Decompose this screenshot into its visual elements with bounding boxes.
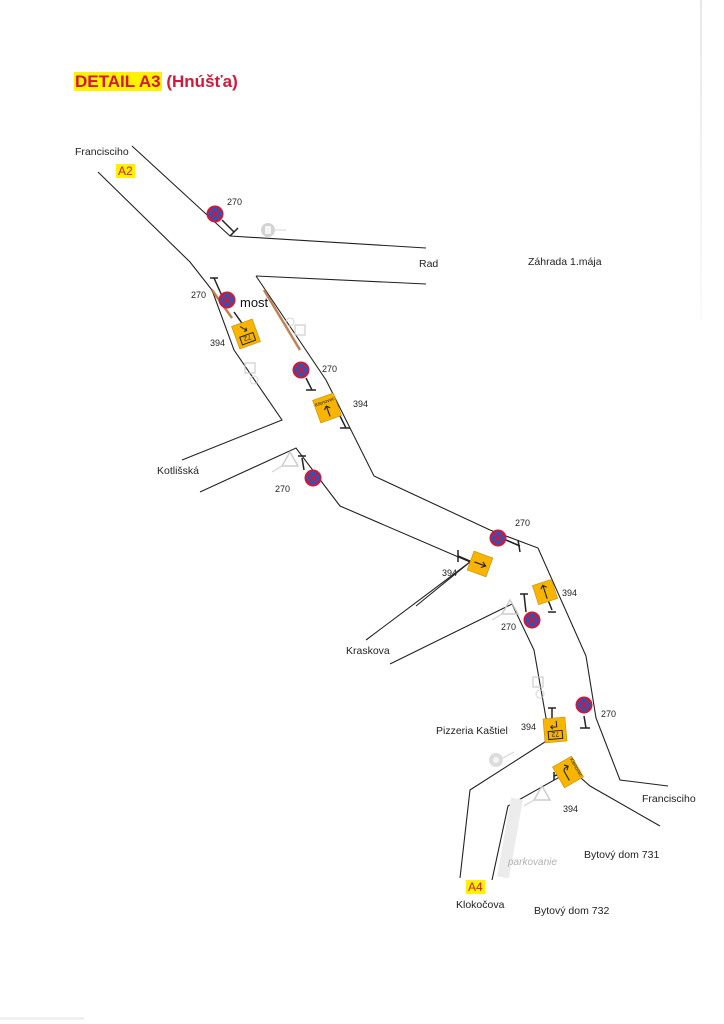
place-label-zahrada: Záhrada 1.mája — [528, 256, 602, 268]
ghost-disc-icon — [261, 223, 286, 237]
sign-code-394: 394 — [442, 568, 458, 578]
no-stopping-sign-icon[interactable] — [205, 204, 225, 224]
road-francisciho-top-left — [97, 171, 283, 461]
sign-code-270: 270 — [322, 364, 338, 374]
street-label-klokocova: Klokočova — [456, 899, 505, 911]
parking-area — [497, 797, 523, 879]
sign-code-270: 270 — [515, 518, 531, 528]
ghost-triangle-icon — [523, 785, 551, 807]
detour-signs: 72 Klenovec 72 Klenovec — [231, 318, 584, 789]
sign-code-270: 270 — [601, 709, 617, 719]
no-stopping-sign-icon[interactable] — [217, 290, 237, 310]
ghost-triangle-icon — [271, 451, 299, 473]
detour-sign-72[interactable]: 72 — [231, 318, 261, 350]
street-label-francisciho-bottom: Francisciho — [642, 793, 696, 805]
no-stopping-sign-icon[interactable] — [303, 468, 323, 488]
ghost-camera-icon — [532, 676, 545, 699]
title-location: (Hnúšťa) — [161, 72, 238, 91]
no-stopping-sign-icon[interactable] — [574, 695, 594, 715]
sign-code-270: 270 — [191, 290, 207, 300]
page-edge-shadow — [700, 0, 702, 320]
no-stopping-sign-icon[interactable] — [488, 528, 508, 548]
sign-code-270: 270 — [227, 197, 243, 207]
street-label-kraskova: Kraskova — [346, 645, 390, 657]
road-francisciho-top-right — [131, 145, 427, 249]
sign-code-270: 270 — [501, 622, 517, 632]
detour-sign-klenovec[interactable]: Klenovec — [312, 392, 342, 424]
place-label-bytovy-732: Bytový dom 732 — [534, 905, 610, 917]
no-stopping-sign-icon[interactable] — [291, 360, 311, 380]
detour-sign-klenovec[interactable]: Klenovec — [552, 755, 584, 789]
title-highlight: DETAIL A3 — [74, 72, 162, 91]
place-label-bytovy-731: Bytový dom 731 — [584, 849, 660, 861]
street-label-kotlisska: Kotlišská — [157, 465, 200, 477]
no-stopping-signs — [205, 204, 594, 715]
ghost-wheel-icon — [489, 751, 515, 767]
street-label-rad: Rad — [419, 258, 439, 270]
area-tag-a2[interactable]: A2 — [116, 164, 135, 178]
street-label-francisciho-top: Francisciho — [75, 146, 129, 158]
road-main-east — [255, 275, 669, 787]
detour-sign-arrow-up[interactable] — [532, 579, 558, 605]
road-rad-lower — [255, 275, 427, 285]
ghost-camera-icon — [285, 317, 306, 336]
sign-code-270: 270 — [275, 484, 291, 494]
detour-sign-72[interactable]: 72 — [542, 716, 568, 744]
sign-code-394: 394 — [210, 338, 226, 348]
ghost-triangle-icon — [491, 599, 519, 621]
sign-code-394: 394 — [353, 399, 369, 409]
page-title: DETAIL A3 (Hnúšťa) — [74, 72, 238, 92]
place-label-pizzeria: Pizzeria Kaštiel — [436, 725, 508, 737]
svg-text:72: 72 — [242, 333, 252, 342]
ghost-camera-icon — [244, 362, 259, 385]
area-tag-a4[interactable]: A4 — [466, 880, 485, 894]
detour-sign-arrow-right[interactable] — [466, 550, 494, 578]
parking-label: parkovanie — [508, 857, 557, 868]
no-stopping-sign-icon[interactable] — [522, 610, 542, 630]
road-kotlisska-south — [199, 447, 472, 607]
sign-code-394: 394 — [563, 804, 579, 814]
road-klokocova-west — [459, 739, 549, 879]
sign-code-394: 394 — [562, 588, 578, 598]
svg-text:72: 72 — [551, 730, 559, 738]
bridge-label: most — [240, 295, 269, 310]
road-kraskova-north — [365, 561, 471, 641]
sign-code-394: 394 — [521, 722, 537, 732]
sign-span-bars — [210, 219, 590, 780]
page-foot-mark — [0, 1017, 84, 1020]
ghost-sign-icons — [244, 223, 551, 807]
